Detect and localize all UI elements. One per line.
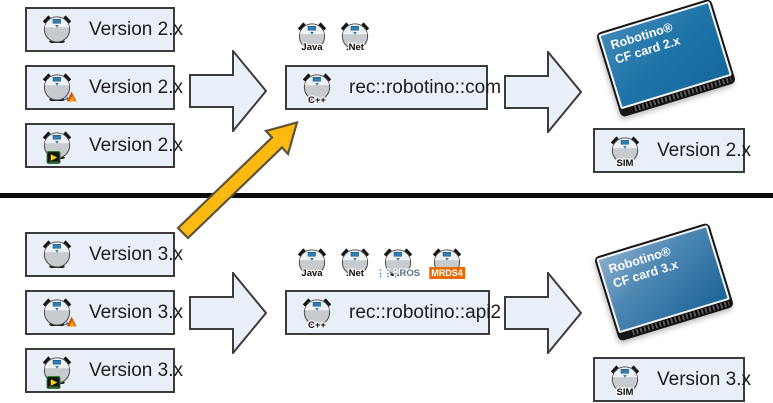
matlab-badge-icon — [63, 90, 78, 103]
client-box-2x-robotino: Version 2.x — [25, 7, 183, 52]
ros-dots-icon: ⋮⋮⋮ — [375, 268, 400, 278]
dotnet-label: .Net — [346, 268, 364, 279]
client-label: Version 2.x — [89, 76, 183, 98]
client-box-2x-matlab: Version 2.x — [25, 65, 183, 110]
robot-glyph — [39, 238, 75, 268]
flow-arrow-com-to-card — [504, 51, 582, 133]
sim-version-label: Version 2.x — [657, 139, 751, 161]
library-box-api2: C++ rec::robotino::api2 — [285, 290, 501, 335]
sim-box-3x: SIM Version 3.x — [593, 357, 751, 402]
ros-label: ⋮⋮⋮ROS — [375, 268, 421, 279]
robotino-java-icon: Java — [292, 246, 332, 279]
library-name: rec::robotino::api2 — [349, 301, 502, 323]
client-box-2x-labview: Version 2.x — [25, 123, 183, 168]
client-label: Version 3.x — [89, 359, 183, 381]
cpp-label: C++ — [308, 95, 326, 106]
flow-arrow-clients-to-com — [189, 50, 267, 132]
robotino-cpp-icon: C++ — [298, 296, 336, 331]
sim-label: SIM — [616, 158, 634, 169]
robotino-java-icon: Java — [292, 20, 332, 53]
java-label: Java — [301, 42, 323, 53]
client-label: Version 2.x — [89, 18, 183, 40]
sim-version-label: Version 3.x — [657, 368, 751, 390]
robotino-mrds-icon: MRDS4 — [424, 246, 470, 279]
robotino-icon — [38, 238, 76, 271]
robotino-matlab-icon — [38, 296, 76, 329]
cpp-label: C++ — [308, 320, 326, 331]
library-name: rec::robotino::com — [349, 76, 502, 98]
client-box-3x-matlab: Version 3.x — [25, 290, 183, 335]
mrds4-label: MRDS4 — [429, 267, 465, 279]
robotino-matlab-icon — [38, 71, 76, 104]
client-label: Version 2.x — [89, 134, 183, 156]
sim-label: SIM — [616, 387, 634, 398]
labview-badge-icon — [46, 376, 61, 389]
robotino-dotnet-icon: .Net — [335, 20, 375, 53]
flow-arrow-clients-to-api2 — [189, 272, 267, 354]
robotino-sim-icon: SIM — [606, 134, 644, 169]
robotino-labview-icon — [38, 129, 76, 162]
sim-box-2x: SIM Version 2.x — [593, 128, 751, 173]
library-box-com: C++ rec::robotino::com — [285, 65, 501, 110]
cf-card-3x: Robotino® CF card 3.x — [593, 222, 735, 342]
robot-glyph — [39, 13, 75, 43]
java-label: Java — [301, 268, 323, 279]
robotino-sim-icon: SIM — [606, 363, 644, 398]
robotino-ros-icon: ⋮⋮⋮ROS — [375, 246, 421, 279]
robotino-cpp-icon: C++ — [298, 71, 336, 106]
client-box-3x-robotino: Version 3.x — [25, 232, 183, 277]
cf-card-2x: Robotino® CF card 2.x — [595, 0, 737, 118]
section-divider — [0, 193, 773, 198]
flow-arrow-api2-to-card — [504, 272, 582, 354]
robotino-icon — [38, 13, 76, 46]
matlab-badge-icon — [63, 315, 78, 328]
client-box-3x-labview: Version 3.x — [25, 348, 183, 393]
dotnet-label: .Net — [346, 42, 364, 53]
client-label: Version 3.x — [89, 243, 183, 265]
robotino-labview-icon — [38, 354, 76, 387]
labview-badge-icon — [46, 151, 61, 164]
client-label: Version 3.x — [89, 301, 183, 323]
robotino-dotnet-icon: .Net — [335, 246, 375, 279]
